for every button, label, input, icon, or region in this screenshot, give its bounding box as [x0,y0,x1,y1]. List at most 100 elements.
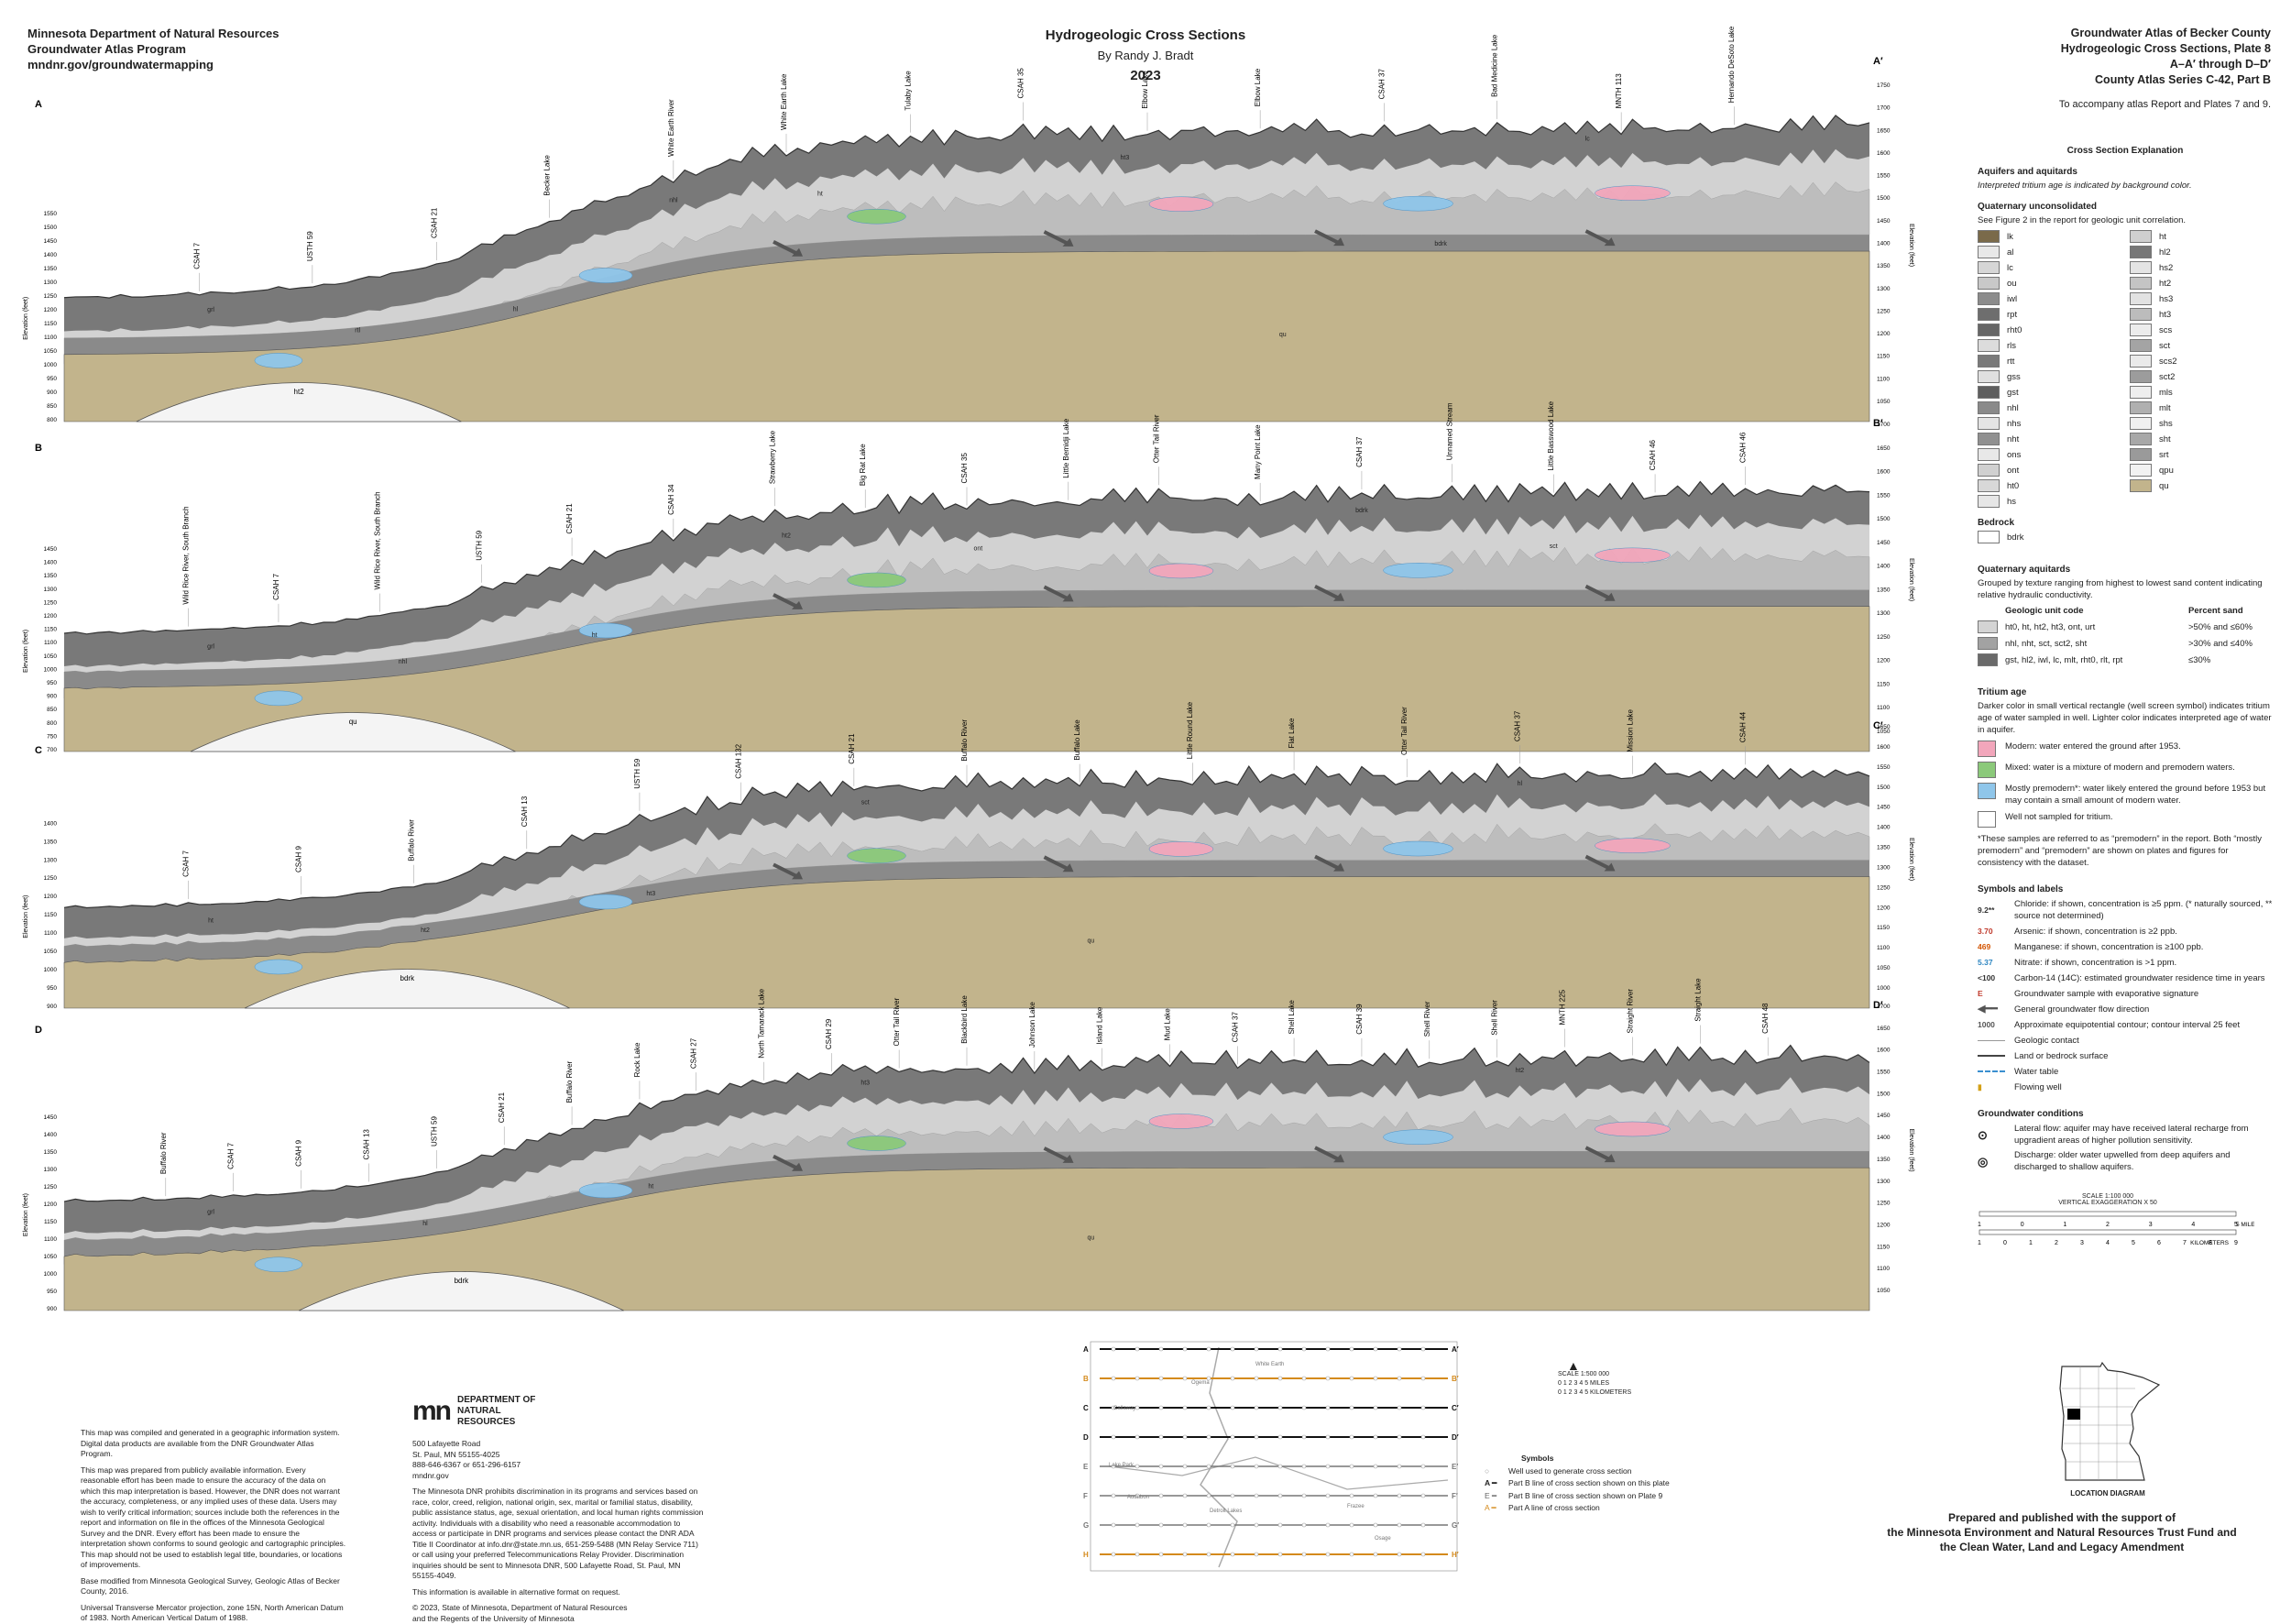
atlas-line-4: County Atlas Series C-42, Part B [2061,72,2271,88]
bedrock-swatch [1978,531,2000,543]
feature-label: CSAH 7 [227,1142,236,1169]
feature-label: CSAH 7 [193,242,202,269]
scale-km-tick: 3 [2080,1240,2084,1246]
symbol-code: 5.37 [1978,957,2014,969]
aquifer-lens [255,1257,302,1272]
unit-code: lk [2007,231,2013,243]
unit-row-ont: ont [1978,464,2121,477]
elev-tick-left: 950 [47,680,57,686]
index-well-dot [1278,1465,1282,1468]
unit-row-srt: srt [2130,448,2273,461]
scale-mile-tick: 0 [2021,1222,2024,1228]
elev-tick-left: 1450 [44,1114,58,1121]
unit-row-ht3: ht3 [2130,308,2273,321]
index-well-dot [1374,1377,1377,1380]
unit-row-ht0: ht0 [1978,479,2121,492]
water-table-icon [1978,1066,2014,1078]
elev-tick-right: 1300 [1877,1179,1891,1185]
index-line-start: B [1083,1375,1089,1383]
prepared-1: Prepared and published with the support … [1869,1510,2254,1525]
scale-bar: SCALE 1:100 000 VERTICAL EXAGGERATION X … [1961,1193,2254,1252]
symbol-code: E [1978,988,2014,1000]
elev-tick-right: 1450 [1877,218,1891,225]
elev-tick-right: 1650 [1877,445,1891,452]
index-well-dot [1398,1435,1401,1439]
aquifer-lens [1384,563,1453,577]
index-well-dot [1207,1553,1211,1556]
index-place-label: Frazee [1347,1504,1365,1509]
unit-swatch [1978,448,2000,461]
unit-code: mls [2159,387,2173,399]
feature-label: Straight River [1626,989,1634,1034]
index-line-start: G [1083,1521,1089,1530]
unit-swatch [1978,261,2000,274]
elev-axis-label-right: Elevation (feet) [1908,1128,1914,1171]
aquitard-pct: >30% and ≤40% [2188,638,2273,650]
elev-tick-left: 1100 [44,640,57,646]
unit-swatch [1978,401,2000,414]
index-line-end: H′ [1452,1551,1459,1559]
unit-row-al: al [1978,246,2121,258]
dnr-address-1: 500 Lafayette Road [412,1439,706,1450]
feature-label: Elbow Lake [1141,71,1149,109]
aquifer-lens [1149,197,1213,212]
index-symbol-partb-label: Part B line of cross section shown on th… [1508,1478,1670,1487]
feature-label: CSAH 46 [1649,439,1657,470]
legend-tritium-note: Darker color in small vertical rectangle… [1978,700,2273,736]
index-well-dot [1278,1523,1282,1527]
index-well-dot [1207,1494,1211,1498]
index-well-dot [1326,1377,1330,1380]
index-well-dot [1255,1523,1258,1527]
index-well-dot [1231,1347,1234,1351]
feature-label: Little Bemidji Lake [1062,418,1070,477]
index-place-label: Lake Park [1109,1463,1135,1468]
unit-row-scs: scs [2130,324,2273,336]
unit-row-hl2: hl2 [2130,246,2273,258]
index-well-dot [1231,1435,1234,1439]
section-start-label: C [35,745,42,756]
unit-swatch [2130,464,2152,477]
aquifer-lens [1384,841,1453,856]
unit-swatch [2130,246,2152,258]
scale-km-tick: 5 [2132,1240,2135,1246]
index-well-dot [1207,1406,1211,1410]
index-well-dot [1183,1523,1187,1527]
index-well-dot [1231,1465,1234,1468]
unit-row-rtt: rtt [1978,355,2121,368]
elev-tick-left: 1300 [44,1167,58,1173]
feature-label: CSAH 21 [498,1092,506,1123]
elev-tick-right: 1450 [1877,540,1891,546]
tritium-footnote: *These samples are referred to as “premo… [1978,833,2273,869]
index-well-dot [1159,1377,1163,1380]
elev-tick-right: 1250 [1877,1201,1891,1207]
scale-km-tick: 4 [2106,1240,2110,1246]
index-well-dot [1255,1494,1258,1498]
section-end-label: A′ [1873,56,1883,67]
dnr-url[interactable]: mndnr.gov [412,1471,706,1482]
unit-swatch [2130,230,2152,243]
unit-row-rht0: rht0 [1978,324,2121,336]
unit-row-nht: nht [1978,433,2121,445]
aquitard-swatch [1978,653,1998,666]
unit-label: hl [422,1221,428,1227]
elev-tick-right: 1500 [1877,785,1891,791]
index-scale-label: SCALE 1:500 000 [1558,1370,1631,1379]
feature-label: Little Round Lake [1186,701,1194,759]
unit-row-lk: lk [1978,230,2121,243]
index-well-dot [1350,1523,1354,1527]
bedrock-swatch-row: bdrk [1978,531,2273,543]
elev-tick-right: 1400 [1877,825,1891,831]
index-well-dot [1421,1553,1425,1556]
symbol-label: General groundwater flow direction [2014,1004,2149,1015]
dnr-equal-opportunity: The Minnesota DNR prohibits discriminati… [412,1487,706,1582]
tritium-row: Well not sampled for tritium. [1978,811,2273,828]
feature-label: CSAH 44 [1739,711,1748,742]
symbol-code: 9.2** [1978,905,2014,916]
elev-tick-right: 1250 [1877,634,1891,641]
feature-label: Tulaby Lake [904,71,912,111]
elev-tick-left: 1050 [44,949,58,955]
